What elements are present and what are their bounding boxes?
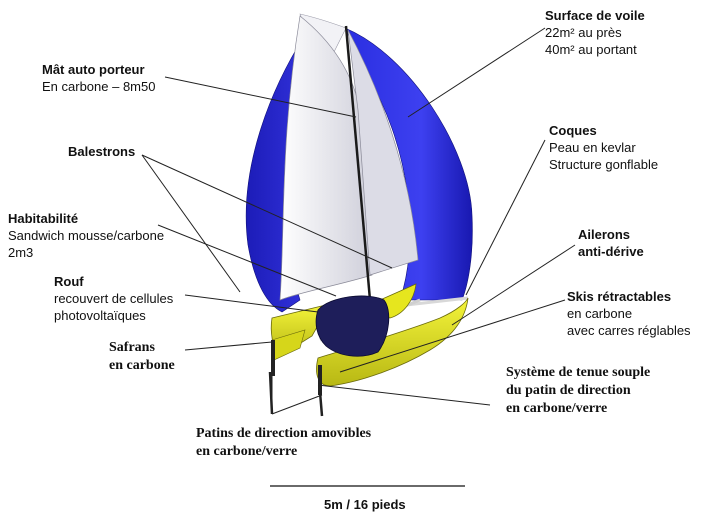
direction-skid [268, 371, 324, 417]
scale-label: 5m / 16 pieds [324, 496, 406, 513]
label-line: anti-dérive [578, 244, 644, 259]
label-line: recouvert de cellules [54, 291, 174, 306]
label-skis: Skis rétractables en carbone avec carres… [567, 288, 691, 339]
label-line: 2m3 [8, 245, 34, 260]
label-coques: Coques Peau en kevlar Structure gonflabl… [549, 122, 658, 173]
label-safrans: Safrans en carbone [109, 339, 175, 375]
mast [344, 25, 372, 301]
label-balestrons: Balestrons [68, 143, 135, 160]
label-title: Coques [549, 123, 597, 138]
label-line: photovoltaïques [54, 308, 146, 323]
jib [347, 29, 419, 276]
label-line: en carbone [567, 306, 633, 321]
label-title: Patins de direction amovibles [196, 426, 372, 441]
label-title: Rouf [54, 274, 84, 289]
label-title: Surface de voile [545, 8, 645, 23]
label-title: Habitabilité [8, 211, 79, 226]
label-title: Skis rétractables [567, 289, 672, 304]
label-rouf: Rouf recouvert de cellules photovoltaïqu… [54, 273, 173, 324]
label-line: En carbone – 8m50 [42, 79, 156, 94]
label-line: Sandwich mousse/carbone [8, 228, 165, 243]
mainsail [279, 15, 373, 301]
rudder-right [318, 365, 322, 395]
label-line: en carbone [109, 358, 175, 373]
label-title: Balestrons [68, 144, 136, 159]
scale-text: 5m / 16 pieds [324, 497, 406, 512]
label-line: avec carres réglables [567, 323, 691, 338]
label-systeme: Système de tenue souple du patin de dire… [506, 364, 650, 418]
label-title: Ailerons [578, 227, 631, 242]
label-title: Safrans [109, 340, 155, 355]
label-surface-de-voile: Surface de voile 22m² au près 40m² au po… [545, 7, 645, 58]
spinnaker-right [344, 27, 473, 301]
label-line: en carbone/verre [196, 444, 298, 459]
leader-lines [141, 27, 576, 415]
label-line: 40m² au portant [545, 42, 637, 57]
label-title: Mât auto porteur [42, 62, 145, 77]
label-habitabilite: Habitabilité Sandwich mousse/carbone 2m3 [8, 210, 164, 261]
label-mat: Mât auto porteur En carbone – 8m50 [42, 61, 155, 95]
label-patins: Patins de direction amovibles en carbone… [196, 425, 371, 461]
label-title: Système de tenue souple [506, 365, 651, 380]
label-line: Structure gonflable [549, 157, 659, 172]
label-line: 22m² au près [545, 25, 622, 40]
label-line: en carbone/verre [506, 401, 608, 416]
cabin-roof [315, 295, 390, 357]
label-ailerons: Ailerons anti-dérive [578, 226, 644, 260]
label-line: du patin de direction [506, 383, 631, 398]
label-line: Peau en kevlar [549, 140, 636, 155]
rudder-left [271, 340, 275, 376]
